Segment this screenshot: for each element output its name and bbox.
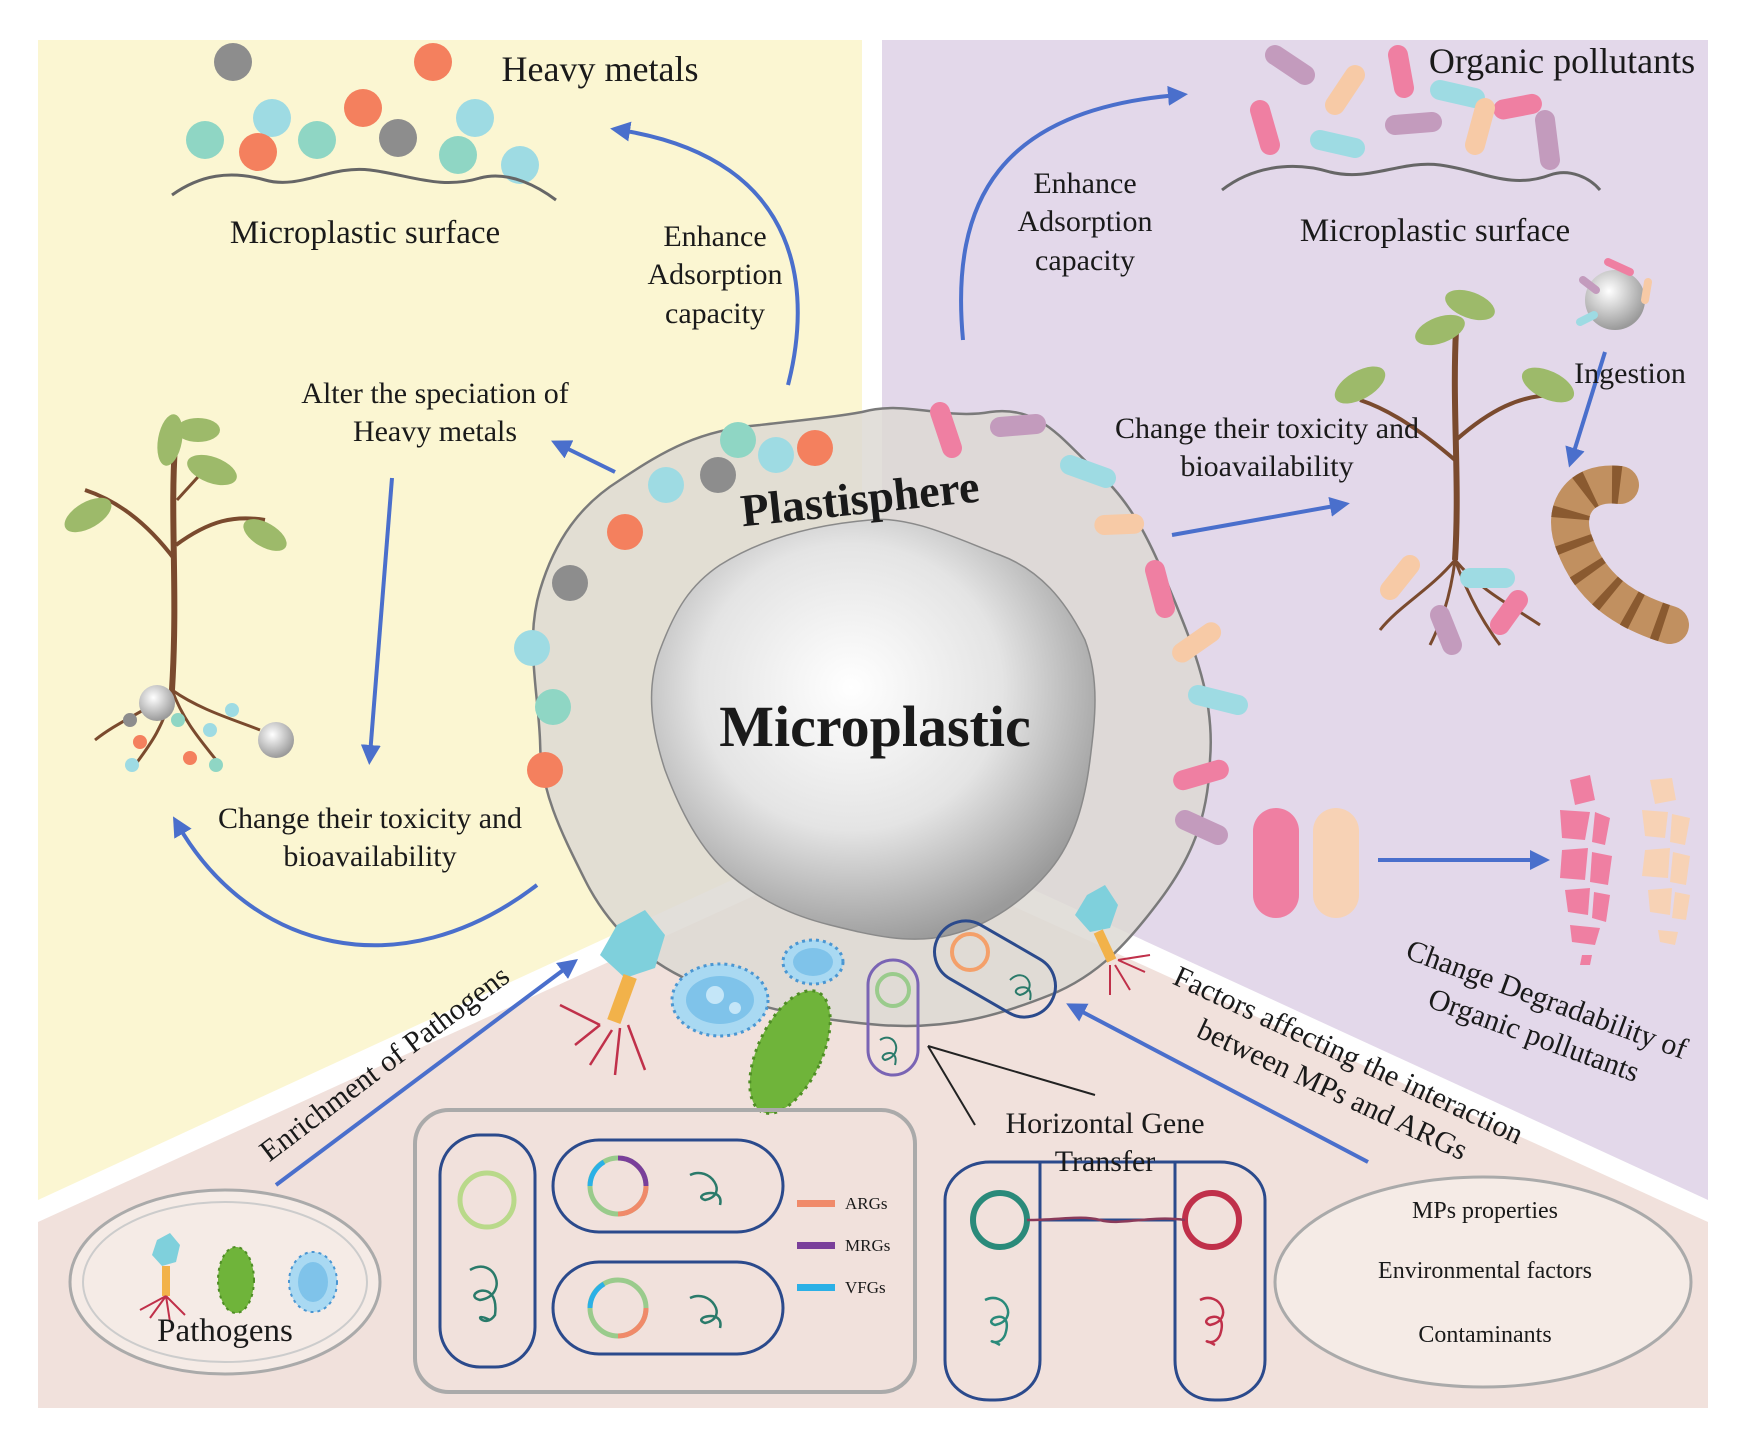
organic-pollutants-surface-illustration (1221, 45, 1602, 192)
virus-microbe-2 (781, 938, 845, 986)
factor-environmental-factors: Environmental factors (1378, 1258, 1592, 1284)
factor-mps-properties: MPs properties (1412, 1198, 1558, 1224)
fragmented-capsule-peach (1642, 778, 1690, 945)
green-bacterium (748, 989, 832, 1115)
pathogens-group-label: Pathogens (157, 1313, 293, 1349)
legend-label-vfgs: VFGs (845, 1278, 886, 1297)
organic-pollutants-surface-label: Microplastic surface (1299, 213, 1571, 249)
hgt-pointer-lines (927, 1045, 1096, 1126)
organic-pollutant-rods-rim (930, 402, 1248, 845)
organic-pollutants-adsorption-label: Enhance Adsorption capacity (1017, 167, 1153, 277)
ingestion-particle (1576, 258, 1652, 330)
bacteriophage-large (559, 910, 665, 1076)
heavy-metals-speciation-label: Alter the speciation of Heavy metals (301, 377, 569, 449)
plant-right (1334, 289, 1575, 655)
heavy-metals-surface-label: Microplastic surface (229, 215, 501, 251)
organic-pollutants-toxicity-label: Change their toxicity and bioavailabilit… (1114, 412, 1420, 484)
microplastic-title: Microplastic (719, 694, 1031, 759)
heavy-metals-adsorption-label: Enhance Adsorption capacity (647, 220, 783, 330)
horizontal-gene-transfer-label: Horizontal Gene Transfer (1005, 1107, 1205, 1179)
virus-microbe-1 (670, 962, 770, 1038)
heavy-metals-surface-illustration (171, 43, 557, 202)
microplastic-particle (650, 518, 1096, 940)
ingestion-label: Ingestion (1574, 357, 1686, 390)
organic-pollutants-title: Organic pollutants (1428, 41, 1696, 81)
legend-label-args: ARGs (845, 1194, 888, 1213)
degradation-capsules (1253, 775, 1690, 965)
small-rod-bacterium (866, 958, 920, 1077)
hgt-bacteria (943, 1160, 1267, 1402)
fragmented-capsule-pink (1560, 775, 1612, 965)
legend-swatch-mrgs (797, 1242, 835, 1249)
arrows (173, 85, 1607, 1187)
factors-ellipse (1273, 1175, 1693, 1389)
genes-box (413, 1108, 917, 1394)
earthworm (1551, 465, 1689, 644)
heavy-metals-title: Heavy metals (501, 49, 699, 89)
heavy-metals-toxicity-label: Change their toxicity and bioavailabilit… (217, 802, 523, 874)
legend-swatch-args (797, 1200, 835, 1207)
heavy-metal-beads-rim (514, 422, 833, 788)
factor-contaminants: Contaminants (1418, 1322, 1552, 1348)
legend-label-mrgs: MRGs (845, 1236, 891, 1255)
capsule-bacterium-rim (933, 919, 1057, 1019)
legend-swatch-vfgs (797, 1284, 835, 1291)
pathogens-group (68, 1188, 382, 1376)
plant-left (64, 414, 294, 772)
bacteriophage-right (1075, 885, 1151, 995)
